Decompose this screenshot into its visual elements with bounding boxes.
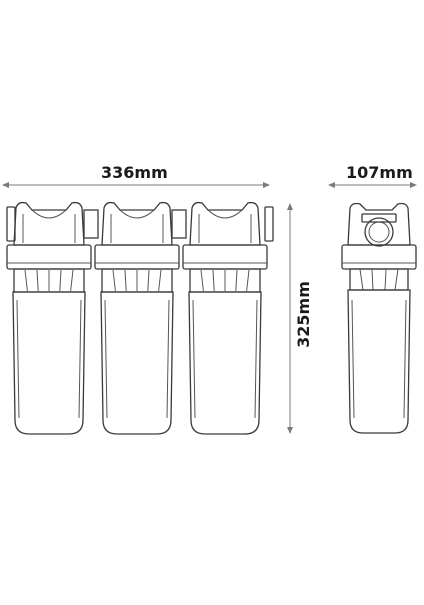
height-dimension-line [287, 203, 293, 434]
connector-2 [171, 209, 187, 239]
filter-housings [6, 201, 268, 435]
filter-housing-1 [6, 201, 92, 435]
width-dimension-line [2, 182, 270, 188]
side-bowl [347, 289, 411, 434]
depth-dimension-line [328, 182, 417, 188]
height-label: 325mm [293, 281, 313, 348]
depth-label: 107mm [346, 163, 413, 182]
side-ring [341, 244, 417, 270]
inlet-port [6, 206, 16, 242]
side-port [364, 217, 394, 247]
front-view [6, 206, 274, 242]
outlet-port [264, 206, 274, 242]
filter-housing-3 [182, 201, 268, 435]
side-view [341, 202, 417, 434]
connector-1 [83, 209, 99, 239]
filter-housing-2 [94, 201, 180, 435]
width-label: 336mm [101, 163, 168, 182]
